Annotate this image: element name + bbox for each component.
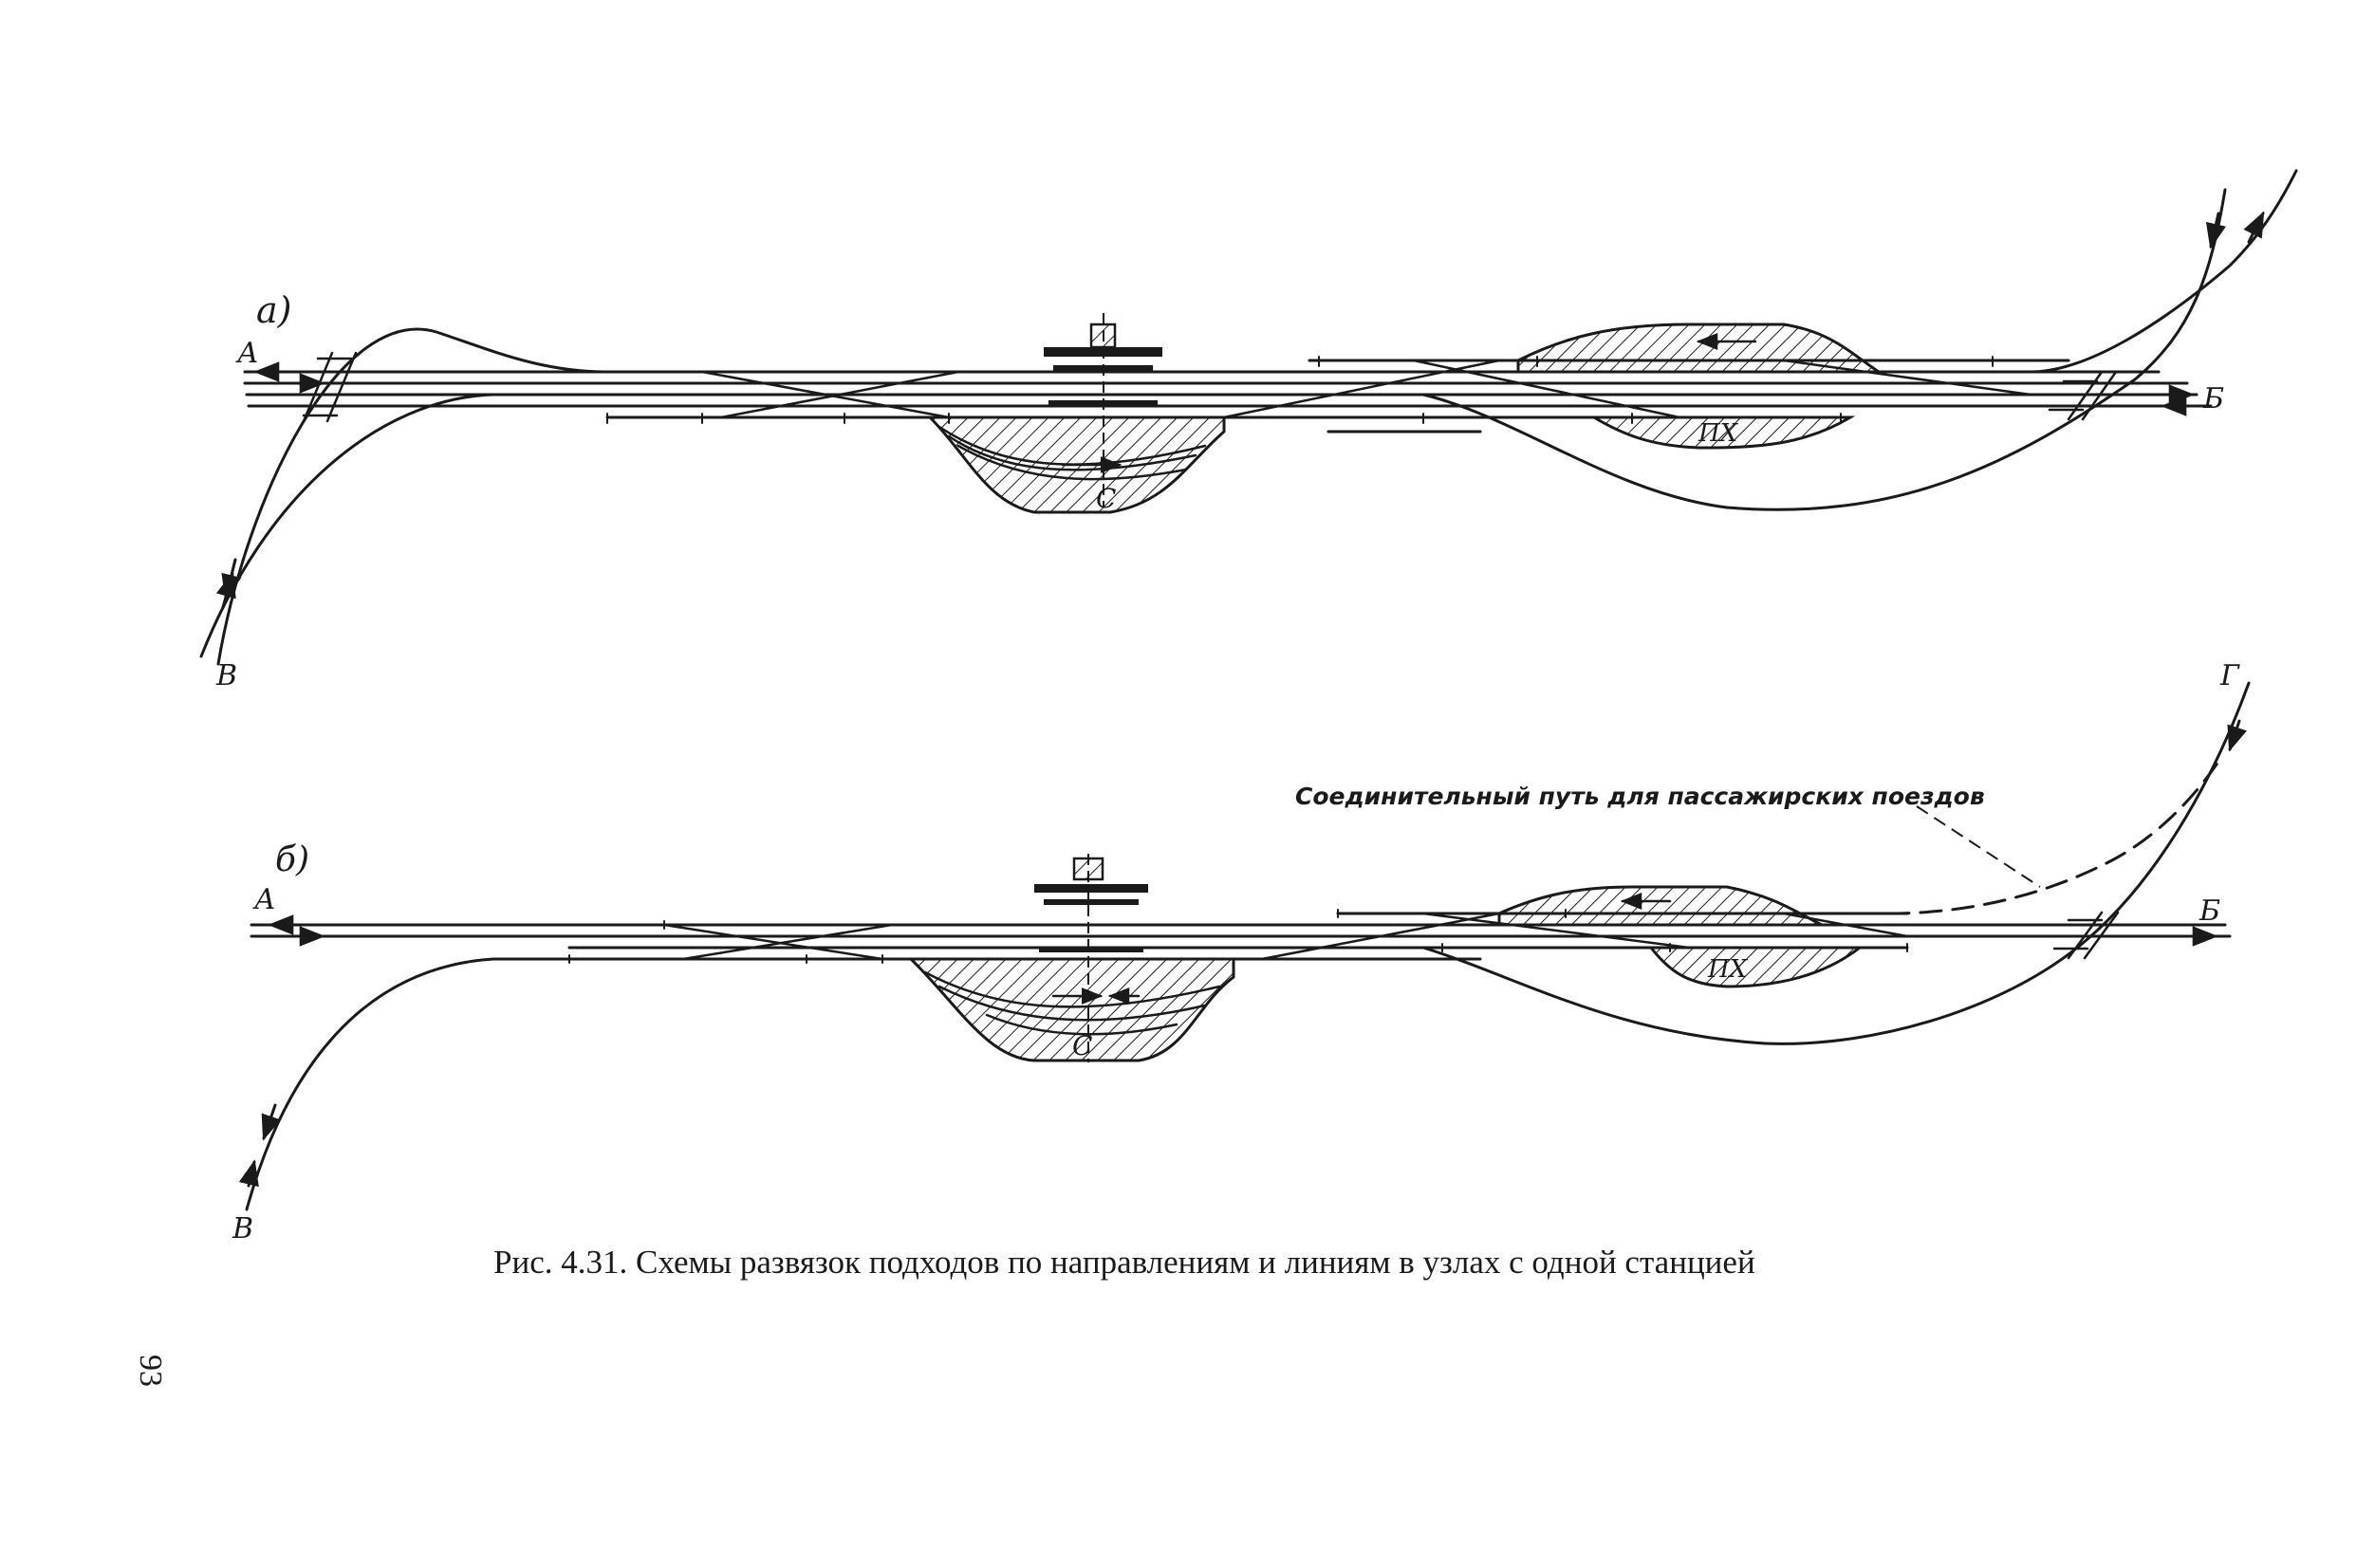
panel-label-b: б) bbox=[275, 840, 309, 879]
passenger-yard-a: ПХ bbox=[1516, 323, 1883, 450]
direction-label-b-southwest: В bbox=[232, 1212, 253, 1245]
passenger-yard-b: ПХ bbox=[1497, 885, 1865, 988]
direction-arrows-a bbox=[253, 361, 2213, 416]
panel-label-a: а) bbox=[256, 289, 291, 331]
sorting-yard-a: С bbox=[926, 415, 1226, 514]
main-lines-b bbox=[250, 912, 2232, 961]
figure-caption: Рис. 4.31. Схемы развязок подходов по на… bbox=[493, 1244, 1755, 1281]
approach-lines-b bbox=[245, 681, 2251, 1211]
diagram-a: а) bbox=[199, 169, 2298, 692]
approach-arrows-b bbox=[238, 719, 2247, 1188]
direction-label-b-east: Б bbox=[2199, 895, 2220, 928]
note-leader-line bbox=[1916, 805, 2041, 888]
direction-label-a-southwest: В bbox=[215, 659, 237, 692]
flyovers-a bbox=[302, 351, 2118, 423]
yard-label-passenger-a: ПХ bbox=[1698, 419, 1739, 448]
approach-arrows-a bbox=[215, 211, 2265, 609]
direction-label-b-northeast: Г bbox=[2219, 659, 2240, 692]
connecting-track-note: Соединительный путь для пассажирских пое… bbox=[1295, 783, 1985, 810]
direction-arrows-b bbox=[264, 914, 2218, 947]
sorting-yard-b: С bbox=[907, 957, 1235, 1062]
turnout-ticks-b bbox=[568, 909, 1908, 964]
yard-label-passenger-b: ПХ bbox=[1707, 955, 1749, 984]
yard-label-sorting-b: С bbox=[1072, 1030, 1092, 1061]
flyover-b bbox=[2052, 911, 2120, 960]
diagram-b: б) bbox=[232, 659, 2251, 1245]
direction-label-a-east: Б bbox=[2202, 382, 2224, 415]
page-number: 93 bbox=[133, 1355, 168, 1387]
turnout-ticks-a bbox=[606, 356, 1994, 424]
crossovers-b bbox=[662, 912, 1909, 961]
direction-label-a-west: А bbox=[235, 337, 259, 370]
yard-label-sorting-a: С bbox=[1096, 483, 1116, 514]
direction-label-b-west: А bbox=[252, 883, 276, 916]
crossovers-a bbox=[700, 359, 2032, 419]
